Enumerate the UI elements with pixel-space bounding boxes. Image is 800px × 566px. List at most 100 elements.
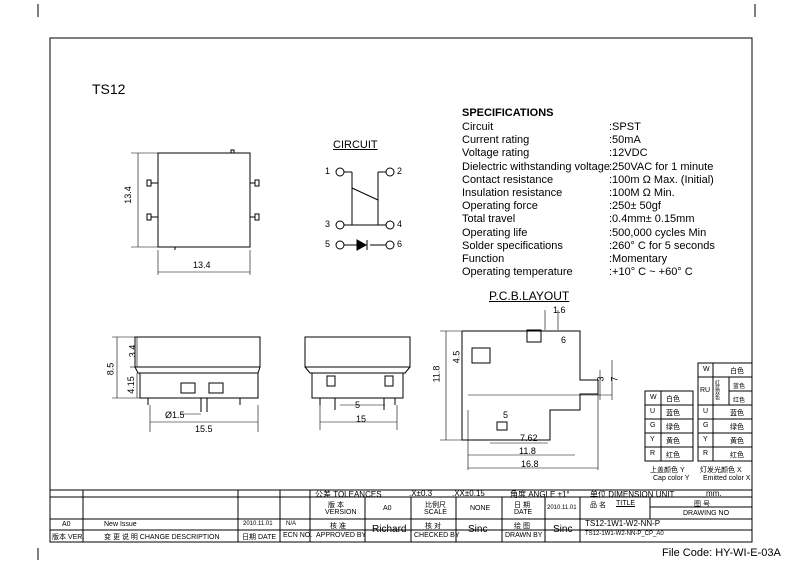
spec-value: :0.4mm± 0.15mm	[609, 213, 695, 226]
version-label-en: VERSION	[325, 509, 357, 516]
pin-5-label: 5	[325, 239, 331, 249]
dim-pcb-16-8: 16.8	[521, 459, 539, 469]
dim-pcb-6: 6	[561, 335, 567, 345]
dim-top-width: 13.4	[193, 260, 211, 270]
drawing-no-value: TS12-1W1-W2-NN-P_CP_A0	[585, 531, 664, 537]
cap-color: 白色	[666, 396, 680, 403]
pin-2-label: 2	[397, 166, 403, 176]
specifications-title: SPECIFICATIONS	[462, 107, 554, 119]
approved-label: 核 准	[330, 523, 346, 530]
unit-value: mm.	[706, 489, 722, 498]
version-label: 版 本	[328, 502, 344, 509]
angle-tolerance: 角度 ANGLE ±1°	[510, 490, 570, 499]
spec-label: Voltage rating	[462, 147, 530, 160]
spec-value: :260° C for 5 seconds	[609, 239, 715, 252]
spec-label: Total travel	[462, 213, 516, 226]
pin-6-label: 6	[397, 239, 403, 249]
spec-label: Contact resistance	[462, 173, 554, 186]
led-code: Y	[703, 436, 708, 443]
circuit-title: CIRCUIT	[333, 139, 378, 151]
cap-color-caption-en: Cap color Y	[653, 475, 690, 482]
cap-color: 红色	[666, 452, 680, 459]
pcb-layout-title: P.C.B.LAYOUT	[489, 289, 570, 303]
dim-front-width: 15	[356, 414, 367, 424]
dim-pcb-5: 5	[503, 410, 509, 420]
cap-code: U	[650, 408, 656, 415]
cap-code: G	[650, 422, 656, 429]
spec-value: :250± 50gf	[609, 200, 661, 213]
spec-value: :250VAC for 1 minute	[609, 160, 714, 173]
pin-3-label: 3	[325, 219, 331, 229]
cap-code: W	[650, 394, 657, 401]
led-code: RU	[700, 387, 711, 394]
dim-side-width: 15.5	[195, 424, 213, 434]
dim-front-pitch: 5	[355, 400, 361, 410]
led-code: G	[703, 422, 709, 429]
spec-value: :50mA	[609, 134, 641, 147]
dim-body-height: 4.15	[125, 376, 136, 394]
cap-code: R	[650, 450, 656, 457]
led-color: 黄色	[730, 438, 744, 445]
dim-pcb-7-62: 7.62	[520, 433, 538, 443]
date-label-en: DATE	[514, 509, 533, 516]
dim-diameter: Ø1.5	[165, 410, 185, 420]
checked-value: Sinc	[468, 524, 488, 535]
drawing-no-label-en: DRAWING NO	[683, 510, 730, 517]
spec-label: Operating life	[462, 226, 528, 239]
led-color: 红色	[733, 398, 746, 404]
date-value: 2010.11.01	[547, 505, 577, 511]
drawn-value: Sinc	[553, 524, 573, 535]
dim-cap-height: 3.4	[127, 344, 138, 358]
approved-value: Richard	[372, 524, 407, 535]
cap-code: Y	[650, 436, 655, 443]
spec-value: :100m Ω Max. (Initial)	[609, 173, 714, 186]
title-label-en: TITLE	[616, 500, 636, 507]
spec-label: Operating force	[462, 200, 538, 213]
date-label: 日 期	[514, 502, 530, 509]
spec-value: :+10° C ~ +60° C	[609, 266, 693, 279]
dim-pcb-4-5: 4.5	[451, 350, 462, 364]
title-label: 品 名	[590, 502, 606, 509]
spec-value: :SPST	[609, 121, 641, 133]
scale-value: NONE	[470, 505, 491, 512]
col-version-header: 版本 VER.	[52, 534, 85, 541]
col-description-header: 变 更 说 明 CHANGE DESCRIPTION	[104, 534, 220, 541]
col-ecn-header: ECN NO.	[283, 532, 313, 539]
dim-pcb-1-6: 1.6	[553, 305, 566, 315]
cap-color: 蓝色	[666, 410, 680, 417]
rev-ecn: N/A	[286, 521, 297, 527]
dim-pcb-7: 7	[609, 376, 620, 382]
spec-values: :SPST :50mA :12VDC :250VAC for 1 minute …	[609, 121, 715, 279]
led-color: 白色	[730, 368, 744, 375]
unit-label: 单位 DIMENSION UNIT	[590, 490, 675, 499]
approved-label-en: APPROVED BY	[316, 532, 367, 539]
spec-label: Insulation resistance	[462, 187, 563, 200]
title-value: TS12-1W1-W2-NN-P	[585, 519, 661, 528]
rev-version: A0	[62, 521, 71, 528]
led-code: W	[703, 366, 710, 373]
led-color: 蓝色	[733, 384, 746, 390]
spec-label: Circuit	[462, 121, 494, 133]
spec-value: :12VDC	[609, 147, 648, 160]
part-number: TS12	[92, 81, 126, 97]
dim-pcb-11-8-bottom: 11.8	[519, 446, 536, 456]
spec-labels: Circuit Current rating Voltage rating Di…	[462, 121, 610, 279]
dim-pcb-11-8: 11.8	[431, 365, 442, 383]
led-color: 蓝色	[730, 410, 744, 417]
file-code: File Code: HY-WI-E-03A	[662, 547, 781, 559]
version-value: A0	[383, 505, 392, 512]
spec-label: Operating temperature	[462, 266, 573, 279]
pin-1-label: 1	[325, 166, 331, 176]
spec-value: :500,000 cycles Min	[609, 226, 707, 239]
rev-description: New Issue	[104, 521, 137, 528]
dim-pcb-3: 3	[595, 376, 606, 382]
led-color-caption-en: Emitted color X	[703, 475, 751, 482]
pin-4-label: 4	[397, 219, 403, 229]
drawing-no-label: 图 号	[694, 501, 710, 508]
tolerance-xx: .XX±0.15	[452, 489, 485, 498]
cap-color-caption: 上盖颜色 Y	[650, 467, 685, 474]
cap-color: 绿色	[666, 424, 680, 431]
spec-label: Function	[462, 253, 505, 266]
